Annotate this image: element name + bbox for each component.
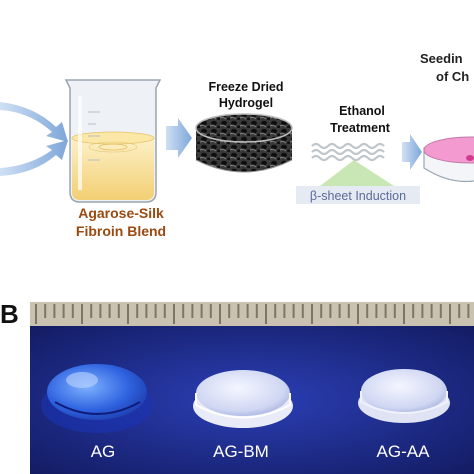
blend-label-line-2: Fibroin Blend	[75, 223, 167, 239]
seeding-label-line-1: Seedin	[420, 51, 463, 66]
seeding-label-line-2: of Ch	[436, 69, 470, 84]
beta-sheet-label: β-sheet Induction	[309, 189, 407, 203]
freeze-dried-label-line-1: Freeze Dried	[208, 80, 284, 94]
sample-label-ag-bm: AG-BM	[213, 442, 269, 461]
incoming-arrows	[0, 102, 68, 176]
arrow-to-hydrogel	[166, 118, 192, 158]
sample-label-ag: AG	[90, 442, 116, 461]
freeze-dried-label-line-2: Hydrogel	[218, 96, 274, 110]
hydrogel-scaffold-icon	[195, 113, 293, 173]
sample-ag-aa	[358, 369, 450, 423]
ruler-ticks	[35, 304, 470, 324]
sample-ag	[41, 364, 153, 433]
blend-label-line-1: Agarose-Silk	[78, 205, 164, 221]
ethanol-label-line-1: Ethanol	[339, 104, 385, 118]
beaker-icon	[64, 79, 162, 203]
ethanol-label-line-2: Treatment	[330, 121, 390, 135]
beta-sheet-fibers-icon	[296, 142, 420, 204]
petri-dish-icon	[423, 136, 474, 183]
sample-ag-bm	[193, 370, 293, 428]
panel-b-label: B	[0, 299, 19, 329]
arrow-to-dish	[402, 134, 422, 170]
sample-label-ag-aa: AG-AA	[376, 442, 430, 461]
